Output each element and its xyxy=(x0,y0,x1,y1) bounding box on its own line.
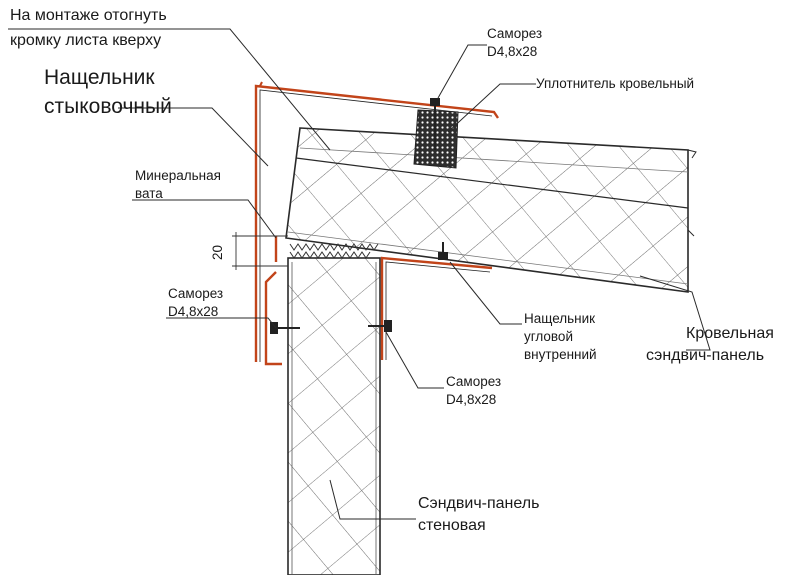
dimension-20 xyxy=(232,232,288,270)
label-mineral-wool-2: вата xyxy=(135,186,163,201)
screw-top xyxy=(430,98,440,150)
label-dimension-20: 20 xyxy=(210,245,225,260)
label-joint-strip-2: стыковочный xyxy=(44,95,172,118)
joint-flashing xyxy=(254,81,499,362)
label-corner-strip-1: Нащельник xyxy=(524,311,595,326)
labels: На монтаже отогнуть кромку листа кверху … xyxy=(10,7,774,534)
label-corner-strip-2: угловой xyxy=(524,329,573,344)
mineral-wool-fill xyxy=(289,243,379,259)
screw-left xyxy=(270,322,300,334)
label-roof-seal: Уплотнитель кровельный xyxy=(536,76,694,91)
label-wall-panel-1: Сэндвич-панель xyxy=(418,495,539,512)
label-screw-left-1: Саморез xyxy=(168,286,223,301)
label-screw-top-1: Саморез xyxy=(487,26,542,41)
label-bend-note-2: кромку листа кверху xyxy=(10,32,161,49)
wall-sandwich-panel xyxy=(287,257,381,575)
left-flashing-hook xyxy=(264,236,282,366)
label-joint-strip-1: Нащельник xyxy=(44,66,155,89)
roof-sandwich-panel xyxy=(285,127,697,293)
label-mineral-wool-1: Минеральная xyxy=(135,168,221,183)
label-screw-top-2: D4,8x28 xyxy=(487,44,537,59)
label-corner-strip-3: внутренний xyxy=(524,347,597,362)
label-screw-mid-1: Саморез xyxy=(446,374,501,389)
label-wall-panel-2: стеновая xyxy=(418,517,486,534)
inner-corner-flashing xyxy=(380,256,493,360)
label-bend-note-1: На монтаже отогнуть xyxy=(10,7,167,24)
screw-corner xyxy=(438,242,448,260)
leader-lines xyxy=(8,28,711,520)
screw-right xyxy=(368,320,392,332)
label-screw-mid-2: D4,8x28 xyxy=(446,392,496,407)
label-roof-panel-1: Кровельная xyxy=(686,325,774,342)
label-roof-panel-2: сэндвич-панель xyxy=(646,347,764,364)
label-screw-left-2: D4,8x28 xyxy=(168,304,218,319)
